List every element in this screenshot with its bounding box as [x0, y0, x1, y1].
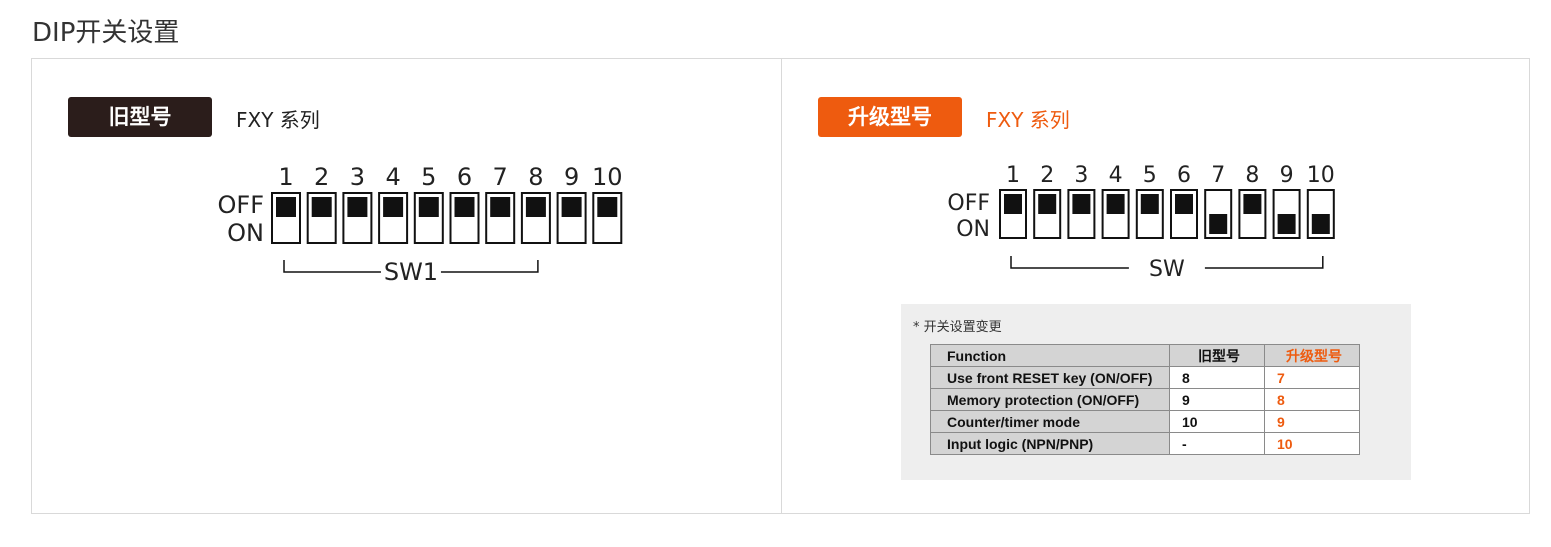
switch-number: 5 — [421, 163, 436, 191]
panel-divider — [781, 58, 782, 514]
off-label: OFF — [947, 191, 990, 216]
old-switch-cell: - — [1169, 432, 1265, 455]
switch-knob-off — [597, 197, 618, 217]
switch-number: 2 — [314, 163, 329, 191]
function-cell: Counter/timer mode — [930, 410, 1170, 433]
function-cell: Memory protection (ON/OFF) — [930, 388, 1170, 411]
switch-number: 3 — [350, 163, 365, 191]
switch-knob-off — [1106, 194, 1125, 214]
switch-number: 10 — [1307, 163, 1335, 188]
switch-knob-on — [1311, 214, 1330, 234]
table-row: Use front RESET key (ON/OFF) 8 7 — [930, 366, 1360, 389]
switch-number: 9 — [564, 163, 579, 191]
page-title: DIP开关设置 — [32, 18, 180, 48]
old-model-series: FXY 系列 — [236, 108, 320, 132]
on-label: ON — [227, 219, 264, 247]
on-label: ON — [956, 217, 990, 242]
old-model-badge: 旧型号 — [68, 97, 212, 137]
bracket-left — [283, 260, 381, 273]
switch-number: 8 — [528, 163, 543, 191]
switch-number: 2 — [1040, 163, 1054, 188]
new-switch-cell: 10 — [1264, 432, 1360, 455]
switch-knob-off — [525, 197, 546, 217]
bracket-right — [440, 260, 539, 273]
switch-knob-off — [454, 197, 475, 217]
switch-knob-off — [383, 197, 404, 217]
switch-change-table: Function 旧型号 升级型号 Use front RESET key (O… — [930, 344, 1360, 455]
header-function: Function — [930, 344, 1170, 367]
switch-number: 5 — [1143, 163, 1157, 188]
old-switch-cell: 8 — [1169, 366, 1265, 389]
switch-group-label: SW — [1149, 257, 1185, 282]
switch-knob-off — [347, 197, 368, 217]
switch-knob-off — [1140, 194, 1159, 214]
switch-number: 6 — [1177, 163, 1191, 188]
switch-knob-on — [1209, 214, 1228, 234]
switch-knob-off — [490, 197, 511, 217]
switch-group-label: SW1 — [384, 258, 438, 286]
bracket-right — [1204, 256, 1324, 269]
header-old-model: 旧型号 — [1169, 344, 1265, 367]
switch-number: 9 — [1280, 163, 1294, 188]
bracket-left — [1010, 256, 1129, 269]
new-model-badge: 升级型号 — [818, 97, 962, 137]
new-model-series: FXY 系列 — [986, 108, 1070, 132]
switch-knob-off — [276, 197, 296, 217]
switch-knob-off — [1038, 194, 1057, 214]
switch-knob-off — [1004, 194, 1022, 214]
switch-knob-off — [311, 197, 332, 217]
switch-number: 4 — [1109, 163, 1123, 188]
switch-number: 1 — [1006, 163, 1020, 188]
switch-number: 1 — [278, 163, 293, 191]
table-row: Counter/timer mode 10 9 — [930, 410, 1360, 433]
old-switch-cell: 9 — [1169, 388, 1265, 411]
switch-knob-off — [1243, 194, 1262, 214]
function-cell: Use front RESET key (ON/OFF) — [930, 366, 1170, 389]
new-switch-cell: 9 — [1264, 410, 1360, 433]
content-frame — [31, 58, 1530, 514]
switch-number: 6 — [457, 163, 472, 191]
switch-change-note: * 开关设置变更 — [913, 320, 1002, 335]
switch-number: 4 — [385, 163, 400, 191]
table-header-row: Function 旧型号 升级型号 — [930, 344, 1360, 367]
old-switch-cell: 10 — [1169, 410, 1265, 433]
switch-knob-off — [1175, 194, 1193, 214]
new-switch-cell: 7 — [1264, 366, 1360, 389]
switch-knob-off — [418, 197, 439, 217]
switch-number: 8 — [1245, 163, 1259, 188]
table-row: Input logic (NPN/PNP) - 10 — [930, 432, 1360, 455]
off-label: OFF — [218, 191, 265, 219]
switch-number: 3 — [1074, 163, 1088, 188]
new-switch-cell: 8 — [1264, 388, 1360, 411]
switch-knob-off — [1072, 194, 1091, 214]
table-row: Memory protection (ON/OFF) 9 8 — [930, 388, 1360, 411]
header-new-model: 升级型号 — [1264, 344, 1360, 367]
switch-knob-off — [561, 197, 582, 217]
switch-number: 7 — [1211, 163, 1225, 188]
switch-knob-on — [1277, 214, 1296, 234]
function-cell: Input logic (NPN/PNP) — [930, 432, 1170, 455]
switch-number: 7 — [493, 163, 508, 191]
switch-number: 10 — [592, 163, 623, 191]
